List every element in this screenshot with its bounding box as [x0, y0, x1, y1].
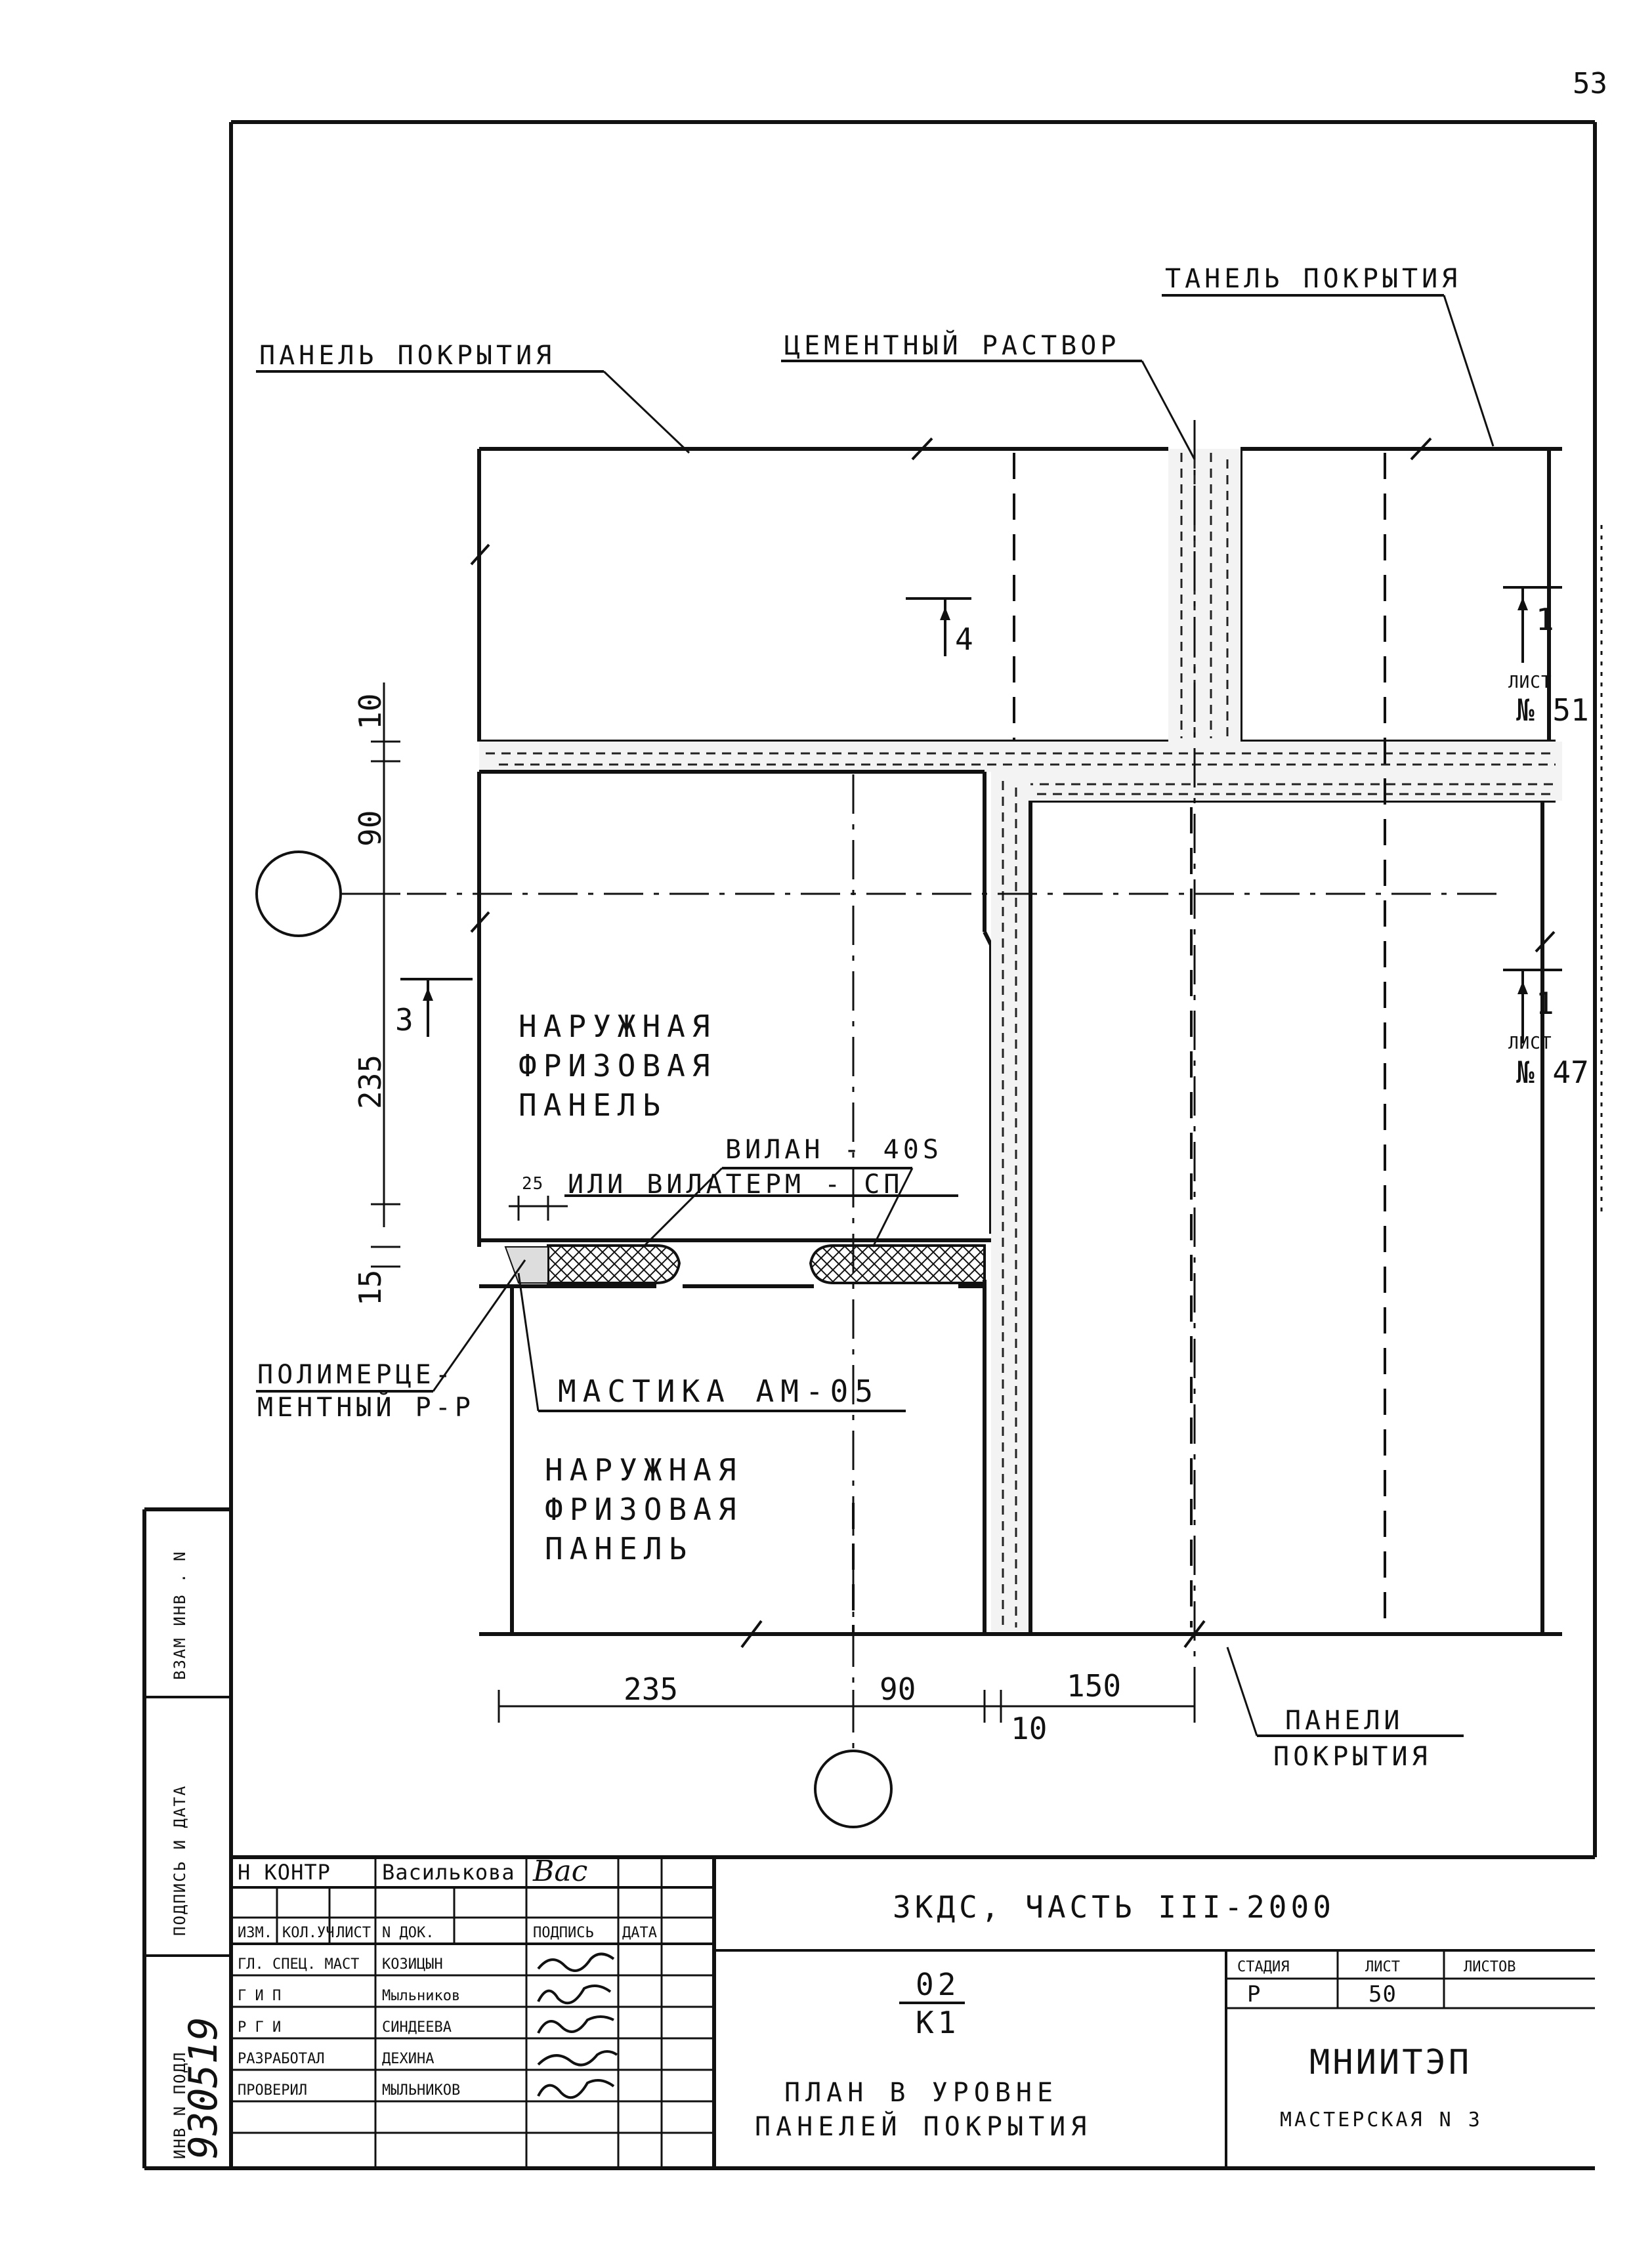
roof-panel-upper-right	[1239, 447, 1562, 744]
sheet-51: № 51	[1516, 692, 1589, 728]
tb-project: ЗКДС, ЧАСТЬ III-2000	[893, 1889, 1335, 1925]
dim-25: 25	[522, 1174, 543, 1194]
tb-row-1-name: Мыльников	[382, 1988, 460, 2004]
sealing-cords	[504, 1244, 986, 1284]
label-frieze-upper-1: НАРУЖНАЯ	[519, 1009, 717, 1044]
cement-mortar-joint-vertical	[1168, 449, 1241, 742]
label-frieze-lower-3: ПАНЕЛЬ	[545, 1531, 693, 1566]
label-cement-mortar: ЦЕМЕНТНЫЙ РАСТВОР	[784, 329, 1120, 361]
side-inv-number: 930519	[180, 2017, 226, 2159]
dim-235-bottom: 235	[624, 1671, 678, 1707]
label-panels-bottom-1: ПАНЕЛИ	[1285, 1706, 1404, 1736]
tb-row-2-name: СИНДЕЕВА	[382, 2019, 452, 2036]
section-1-top: 1	[1536, 602, 1554, 637]
section-marks	[400, 586, 1562, 1043]
sheet-frame	[142, 120, 1603, 2170]
tb-workshop: МАСТЕРСКАЯ N 3	[1280, 2109, 1483, 2132]
label-mastic: МАСТИКА АМ-05	[558, 1374, 880, 1409]
tb-n-kontr-role: Н КОНТР	[238, 1860, 331, 1885]
tb-row-4-role: ПРОВЕРИЛ	[238, 2082, 307, 2099]
section-4: 4	[955, 621, 973, 657]
tb-stage-value: Р	[1247, 1981, 1261, 2007]
tb-code-top: 02	[916, 1967, 960, 2002]
tb-header-ndok: N ДОК.	[382, 1925, 434, 1941]
title-block: Н КОНТР Василькова Вас ИЗМ. КОЛ.УЧ ЛИСТ …	[231, 1855, 1595, 2168]
dim-90: 90	[352, 810, 388, 847]
tb-header-koluch: КОЛ.УЧ	[282, 1925, 334, 1941]
sheet-47: № 47	[1516, 1055, 1589, 1090]
axis-lines	[255, 420, 1496, 1828]
side-sign-date: ПОДПИСЬ И ДАТА	[171, 1785, 189, 1936]
dim-10-bottom: 10	[1011, 1711, 1047, 1746]
side-inv-original: ИНВ N ПОДЛ	[171, 2051, 189, 2160]
dim-10-top: 10	[352, 694, 388, 730]
label-panel-top-left: ПАНЕЛЬ ПОКРЫТИЯ	[259, 341, 555, 371]
dim-90-bottom: 90	[880, 1671, 916, 1707]
tb-row-1-role: Г И П	[238, 1988, 281, 2004]
tb-drawing-title-2: ПАНЕЛЕЙ ПОКРЫТИЯ	[755, 2110, 1092, 2142]
dim-150: 150	[1067, 1668, 1121, 1704]
dim-235-left: 235	[352, 1055, 388, 1109]
tb-n-kontr-name: Василькова	[382, 1860, 515, 1885]
tb-n-kontr-sign: Вас	[532, 1855, 587, 1888]
dim-15: 15	[352, 1270, 388, 1306]
label-vilaterm: ИЛИ ВИЛАТЕРМ - СП	[568, 1169, 903, 1200]
tb-sheet-value: 50	[1368, 1981, 1397, 2007]
section-list-51: ЛИСТ	[1508, 673, 1552, 692]
tb-row-0-role: ГЛ. СПЕЦ. МАСТ	[238, 1956, 359, 1973]
tb-org: МНИИТЭП	[1309, 2043, 1472, 2082]
label-frieze-lower-2: ФРИЗОВАЯ	[545, 1492, 743, 1527]
section-3-left: 3	[395, 1002, 414, 1038]
label-vilan: ВИЛАН - 40S	[725, 1135, 943, 1165]
leader-lines	[256, 294, 1495, 1737]
label-panels-bottom-2: ПОКРЫТИЯ	[1273, 1742, 1432, 1772]
label-panel-top-right: ТАНЕЛЬ ПОКРЫТИЯ	[1165, 264, 1461, 294]
dimension-lines	[371, 682, 1196, 1723]
section-list-47: ЛИСТ	[1508, 1034, 1552, 1053]
tb-sheet-label: ЛИСТ	[1365, 1959, 1400, 1975]
page-number: 53	[1573, 67, 1607, 100]
signatures	[537, 1952, 618, 2099]
tb-row-3-role: РАЗРАБОТАЛ	[238, 2051, 324, 2067]
tb-row-2-role: Р Г И	[238, 2019, 281, 2036]
hidden-lines	[852, 453, 1386, 1634]
side-inv-replace: ВЗАМ ИНВ . N	[171, 1551, 189, 1680]
side-stamp: ВЗАМ ИНВ . N ПОДПИСЬ И ДАТА ИНВ N ПОДЛ 9…	[171, 1551, 226, 2159]
plan-drawing: ПАНЕЛЬ ПОКРЫТИЯ ЦЕМЕНТНЫЙ РАСТВОР ТАНЕЛЬ…	[255, 264, 1589, 1828]
label-frieze-upper-3: ПАНЕЛЬ	[519, 1087, 667, 1123]
label-frieze-lower-1: НАРУЖНАЯ	[545, 1452, 743, 1488]
tb-stage-label: СТАДИЯ	[1237, 1959, 1289, 1975]
tb-row-0-name: КОЗИЦЫН	[382, 1956, 443, 1973]
frieze-panel-lower	[479, 1284, 1562, 1636]
tb-sheets-label: ЛИСТОВ	[1464, 1959, 1516, 1975]
tb-row-4-name: МЫЛЬНИКОВ	[382, 2082, 460, 2099]
tb-header-podpis: ПОДПИСЬ	[533, 1925, 594, 1941]
tb-row-3-name: ДЕХИНА	[382, 2051, 434, 2067]
roof-panel-upper-left	[477, 447, 1175, 744]
tb-header-list: ЛИСТ	[336, 1925, 371, 1941]
tb-drawing-title-1: ПЛАН В УРОВНЕ	[784, 2078, 1058, 2108]
axis-bubble-left	[255, 850, 342, 937]
cement-mortar-joint-side	[983, 772, 1032, 1634]
tb-header-data: ДАТА	[622, 1925, 657, 1941]
section-1-bottom: 1	[1536, 986, 1554, 1021]
label-polymer-2: МЕНТНЫЙ Р-Р	[257, 1391, 475, 1423]
cement-mortar-joint-horizontal	[479, 742, 1562, 803]
axis-bubble-bottom	[814, 1750, 893, 1828]
tb-header-izm: ИЗМ.	[238, 1925, 272, 1941]
label-polymer-1: ПОЛИМЕРЦЕ-	[257, 1360, 455, 1390]
tb-code-bottom: К1	[916, 2005, 960, 2040]
roof-panel-lower-right	[1029, 801, 1544, 1634]
break-marks	[470, 437, 1556, 1648]
label-frieze-upper-2: ФРИЗОВАЯ	[519, 1048, 717, 1083]
